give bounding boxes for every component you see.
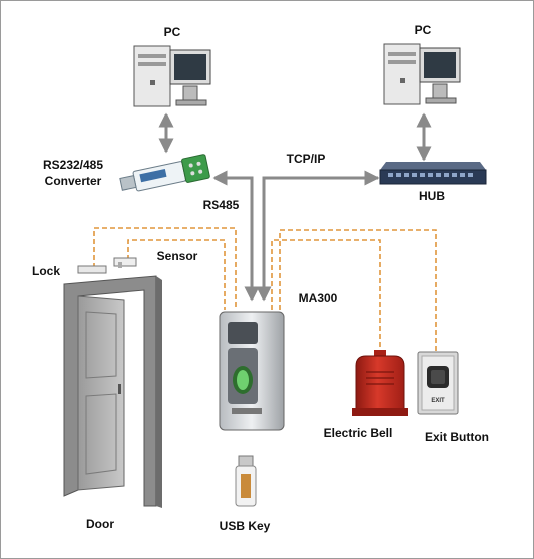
converter-label-line2: Converter <box>45 174 102 188</box>
usb-key-icon <box>235 455 257 507</box>
ma300-label: MA300 <box>299 291 338 305</box>
lock-label: Lock <box>32 264 60 278</box>
wiring-dashed-lines <box>93 227 437 352</box>
door-icon <box>63 275 162 508</box>
exit-button-icon: EXIT <box>417 351 459 415</box>
electric-bell-label: Electric Bell <box>324 426 393 440</box>
door-label: Door <box>86 517 114 531</box>
electric-bell-icon <box>352 350 408 416</box>
rs232-485-converter-icon <box>119 154 210 192</box>
pc-left-icon <box>133 45 211 107</box>
tcpip-label: TCP/IP <box>287 152 326 166</box>
converter-label-line1: RS232/485 <box>43 158 103 172</box>
sensor-icon <box>113 257 137 268</box>
sensor-label: Sensor <box>157 249 198 263</box>
hub-label: HUB <box>419 189 445 203</box>
pc-left-label: PC <box>164 25 181 39</box>
connection-arrows <box>158 112 432 302</box>
pc-right-label: PC <box>415 23 432 37</box>
hub-icon <box>379 162 487 185</box>
exit-button-face-text: EXIT <box>431 398 445 404</box>
pc-right-icon <box>383 43 461 105</box>
ma300-device-icon <box>219 311 285 431</box>
lock-icon <box>77 265 107 274</box>
exit-button-label: Exit Button <box>425 430 489 444</box>
rs485-label: RS485 <box>203 198 240 212</box>
usb-key-label: USB Key <box>220 519 271 533</box>
